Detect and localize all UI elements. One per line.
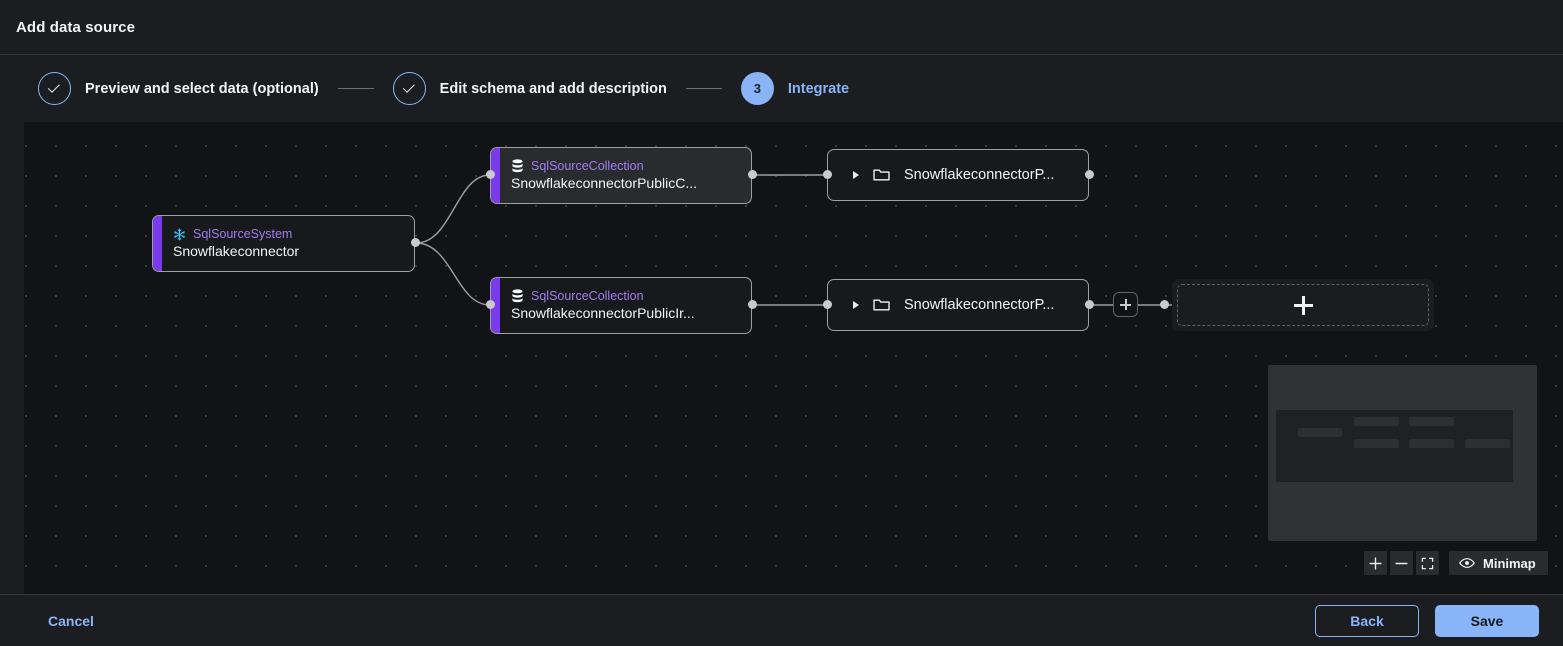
- step-edit-schema[interactable]: Edit schema and add description: [392, 72, 667, 105]
- add-node-placeholder[interactable]: [1172, 279, 1434, 331]
- zoom-out-button[interactable]: [1390, 551, 1413, 575]
- step-connector-1: [337, 88, 374, 89]
- node-type-row: SqlSourceCollection: [511, 289, 738, 304]
- node-name-label: Snowflakeconnector: [173, 242, 300, 259]
- minimap-toggle-label: Minimap: [1483, 555, 1536, 571]
- flow-canvas[interactable]: SqlSourceSystem Snowflakeconnector SqlSo…: [24, 122, 1563, 594]
- dialog-header: Add data source: [0, 0, 1563, 55]
- chevron-right-icon[interactable]: [853, 301, 859, 309]
- folder-icon: [873, 299, 890, 311]
- minimap-node: [1354, 439, 1399, 448]
- node-sql-source-collection-1[interactable]: SqlSourceCollection SnowflakeconnectorPu…: [490, 147, 752, 204]
- node-folder-1[interactable]: SnowflakeconnectorP...: [827, 149, 1089, 201]
- edge-source-to-collection-2: [415, 242, 491, 306]
- minimap-node: [1298, 428, 1342, 437]
- node-type-row: SqlSourceCollection: [511, 159, 738, 174]
- port-collection-1-input[interactable]: [486, 170, 495, 179]
- step-integrate[interactable]: 3 Integrate: [740, 72, 850, 105]
- minimap-node: [1354, 417, 1399, 426]
- canvas-controls: Minimap: [1364, 551, 1548, 575]
- folder-icon: [873, 169, 890, 181]
- dialog-footer: Cancel Back Save: [0, 594, 1563, 646]
- add-node-dropzone[interactable]: [1177, 284, 1429, 326]
- zoom-in-button[interactable]: [1364, 551, 1387, 575]
- node-accent-bar: [491, 278, 500, 333]
- fit-view-button[interactable]: [1416, 551, 1439, 575]
- port-collection-2-input[interactable]: [486, 300, 495, 309]
- node-sql-source-collection-2[interactable]: SqlSourceCollection SnowflakeconnectorPu…: [490, 277, 752, 334]
- port-add-placeholder-input[interactable]: [1160, 300, 1169, 309]
- minimap-node: [1409, 439, 1454, 448]
- node-type-label: SqlSourceCollection: [531, 288, 644, 303]
- node-accent-bar: [491, 148, 500, 203]
- cancel-button[interactable]: Cancel: [48, 612, 94, 629]
- port-folder-2-input[interactable]: [823, 300, 832, 309]
- minus-icon: [1395, 562, 1408, 564]
- database-icon: [512, 159, 523, 173]
- eye-icon: [1459, 558, 1475, 568]
- step-2-label: Edit schema and add description: [439, 80, 667, 97]
- database-icon: [512, 289, 523, 303]
- port-folder-1-output[interactable]: [1085, 170, 1094, 179]
- minimap-viewport: [1276, 410, 1513, 482]
- node-type-label: SqlSourceSystem: [193, 226, 293, 241]
- node-type-row: SqlSourceSystem: [173, 227, 401, 242]
- minimap-node: [1409, 417, 1454, 426]
- node-sql-source-system[interactable]: SqlSourceSystem Snowflakeconnector: [152, 215, 415, 272]
- wizard-stepper: Preview and select data (optional) Edit …: [0, 55, 1563, 122]
- step-3-indicator: 3: [740, 72, 774, 105]
- port-source-output[interactable]: [411, 238, 420, 247]
- step-preview-and-select-data[interactable]: Preview and select data (optional): [38, 72, 319, 105]
- minimap-node: [1465, 439, 1510, 448]
- port-collection-1-output[interactable]: [748, 170, 757, 179]
- chevron-right-icon[interactable]: [853, 171, 859, 179]
- plus-icon: [1369, 556, 1382, 570]
- back-button[interactable]: Back: [1315, 604, 1419, 637]
- page-title: Add data source: [16, 18, 136, 36]
- node-name-label: SnowflakeconnectorP...: [904, 167, 1055, 183]
- minimap-toggle-button[interactable]: Minimap: [1449, 551, 1548, 575]
- node-type-label: SqlSourceCollection: [531, 158, 644, 173]
- step-2-indicator: [392, 72, 426, 105]
- step-3-label: Integrate: [787, 80, 850, 97]
- node-folder-2[interactable]: SnowflakeconnectorP...: [827, 279, 1089, 331]
- check-icon: [47, 80, 60, 93]
- port-folder-1-input[interactable]: [823, 170, 832, 179]
- edge-source-to-collection-1: [415, 174, 491, 244]
- node-name-label: SnowflakeconnectorP...: [904, 297, 1055, 313]
- plus-icon: [1120, 299, 1131, 310]
- node-name-label: SnowflakeconnectorPublicC...: [511, 174, 697, 191]
- check-icon: [402, 80, 415, 93]
- step-1-indicator: [38, 72, 71, 105]
- node-name-label: SnowflakeconnectorPublicIr...: [511, 304, 695, 321]
- step-connector-2: [685, 88, 722, 89]
- step-1-label: Preview and select data (optional): [85, 80, 319, 97]
- minimap[interactable]: [1268, 365, 1537, 541]
- save-button[interactable]: Save: [1435, 604, 1539, 637]
- port-collection-2-output[interactable]: [748, 300, 757, 309]
- footer-actions: Back Save: [1315, 604, 1539, 637]
- port-folder-2-output[interactable]: [1085, 300, 1094, 309]
- edge-add-node-button[interactable]: [1113, 292, 1138, 317]
- fit-view-icon: [1421, 557, 1434, 569]
- plus-icon: [1293, 295, 1313, 315]
- node-accent-bar: [153, 216, 162, 271]
- snowflake-icon: [174, 228, 185, 240]
